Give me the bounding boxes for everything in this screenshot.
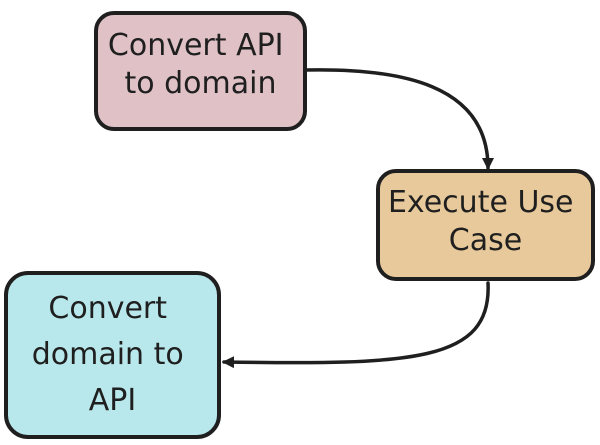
node-label-line: to domain: [124, 66, 276, 101]
edge-api-to-domain-to-execute-use-case: [303, 68, 494, 170]
node-label-line: domain to: [32, 337, 184, 372]
node-label-line: Convert API: [108, 28, 284, 63]
node-label-line: Execute Use: [388, 185, 574, 220]
edge-execute-use-case-to-domain-to-api: [222, 281, 490, 369]
node-box-convert-api-to-domain: [94, 11, 307, 131]
node-box-convert-domain-to-api: [4, 271, 221, 439]
node-execute-use-case: Execute Use Case: [376, 169, 595, 281]
node-box-execute-use-case: [376, 169, 595, 281]
node-convert-api-to-domain: Convert API to domain: [94, 11, 307, 131]
node-label-line: API: [89, 383, 136, 418]
node-convert-domain-to-api: Convert domain to API: [4, 271, 221, 439]
node-label-line: Convert: [48, 291, 167, 326]
svg-text:Convert API to domain: Convert API to domain: [108, 28, 293, 101]
node-label-line: Case: [449, 223, 522, 258]
svg-text:Convert domain to: Convert domain to API: [32, 291, 194, 418]
svg-text:Execute Use Case: Execute Use Case: [388, 185, 583, 258]
